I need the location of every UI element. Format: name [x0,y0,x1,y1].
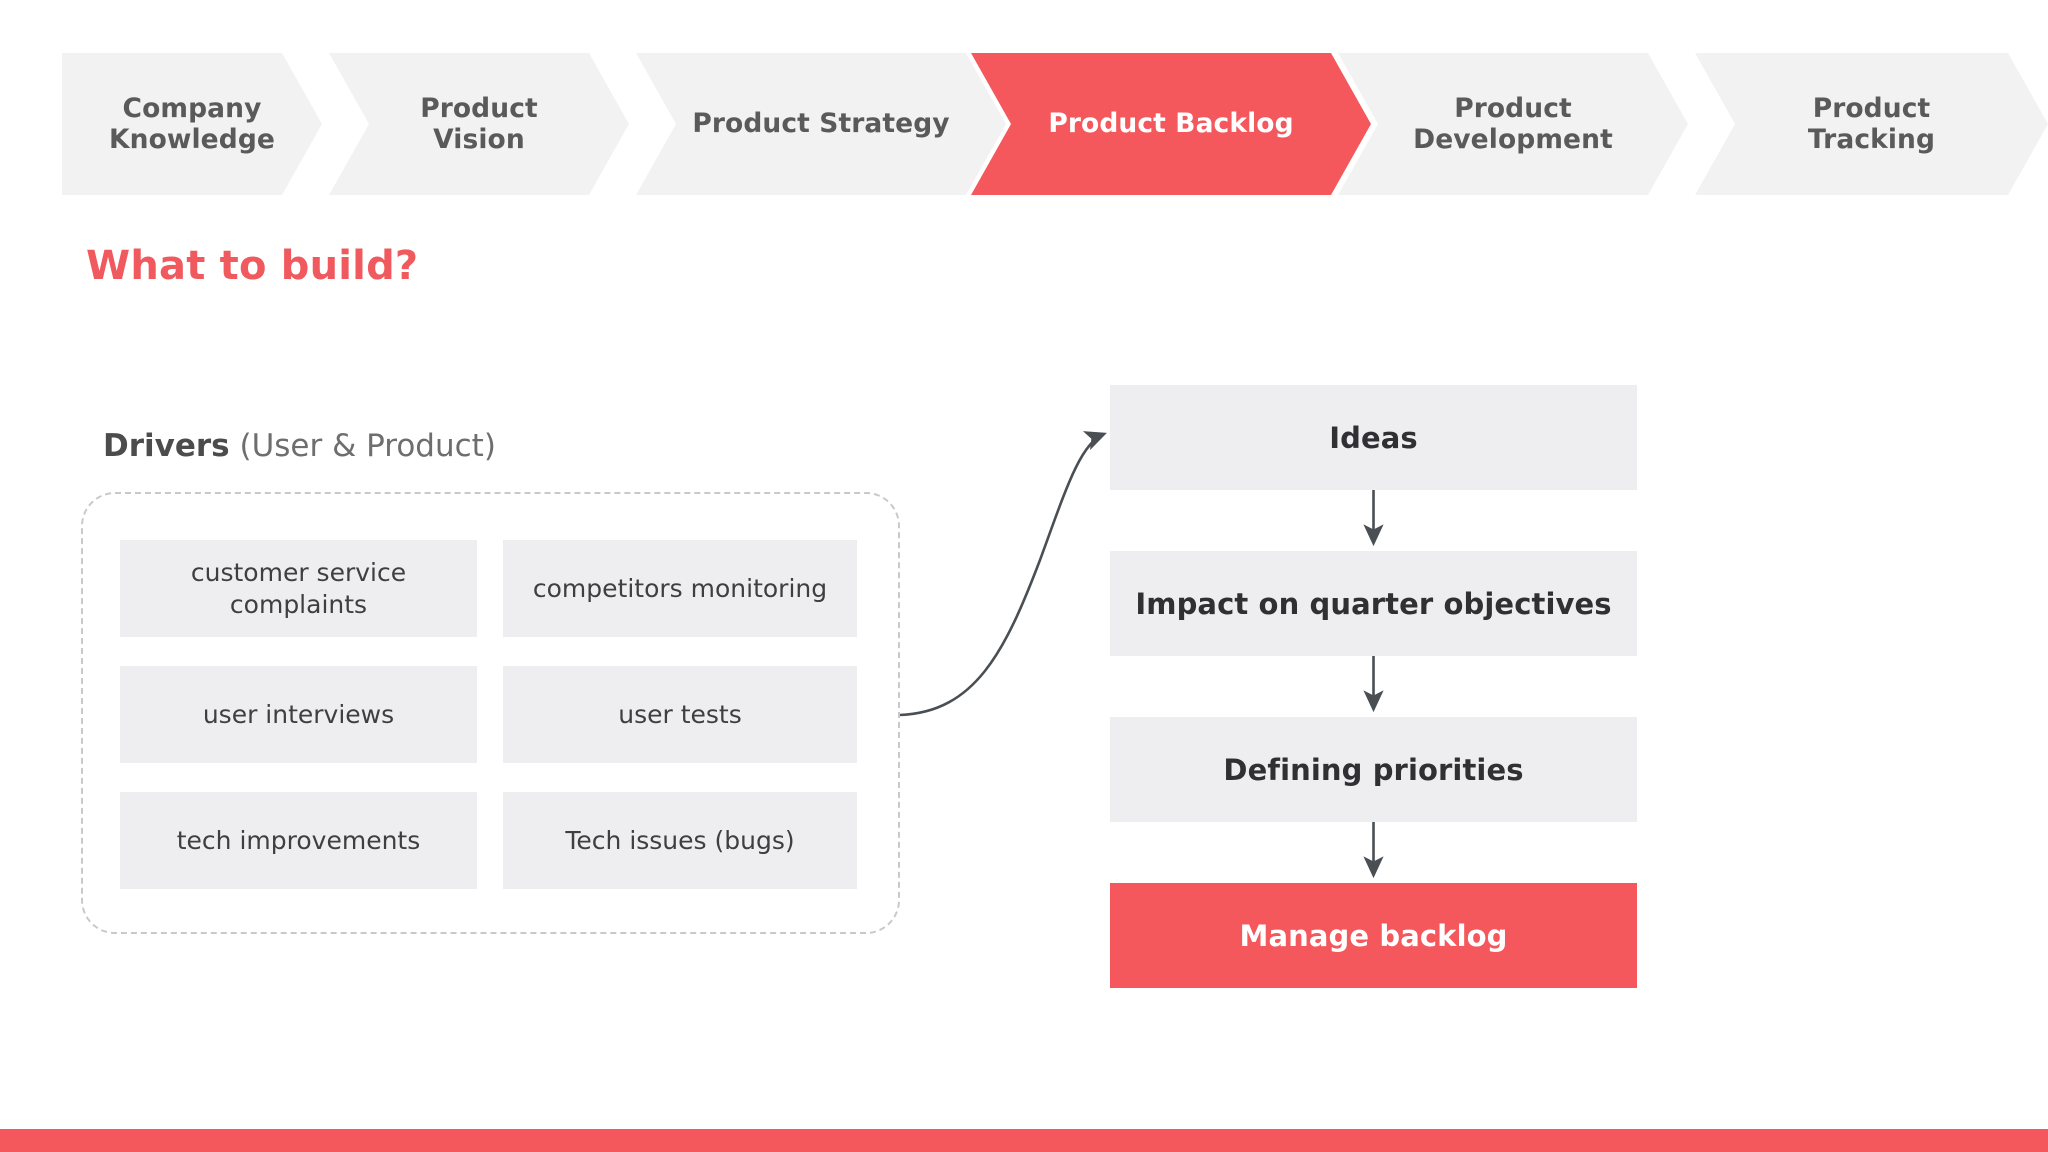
driver-item-label: user tests [618,699,742,729]
nav-step-label: Product Development [1413,92,1613,155]
flow-step-ideas[interactable]: Ideas [1110,385,1637,490]
driver-item-label: customer service complaints [190,557,407,619]
flow-step-label: Ideas [1329,420,1418,455]
flow-step-label: Impact on quarter objectives [1135,586,1612,621]
nav-step-label: Product Backlog [1048,108,1294,140]
drivers-heading-light: (User & Product) [229,428,496,464]
driver-item-customer-service-complaints[interactable]: customer service complaints [120,540,477,637]
driver-item-label: user interviews [202,699,395,729]
driver-item-user-tests[interactable]: user tests [503,666,857,763]
nav-step-label: Product Vision [420,92,538,155]
driver-item-tech-issues-bugs[interactable]: Tech issues (bugs) [503,792,857,889]
driver-item-label: Tech issues (bugs) [565,825,795,855]
driver-item-tech-improvements[interactable]: tech improvements [120,792,477,889]
flow-step-manage-backlog[interactable]: Manage backlog [1110,883,1637,988]
flow-step-label: Manage backlog [1239,918,1508,953]
flow-step-label: Defining priorities [1223,752,1524,787]
nav-step-label: Product Strategy [692,108,950,140]
nav-step-product-backlog[interactable]: Product Backlog [971,53,1371,195]
driver-item-competitors-monitoring[interactable]: competitors monitoring [503,540,857,637]
footer-accent-bar [0,1129,2048,1152]
flow-step-defining-priorities[interactable]: Defining priorities [1110,717,1637,822]
nav-step-product-vision[interactable]: Product Vision [329,53,629,195]
nav-step-product-development[interactable]: Product Development [1338,53,1688,195]
nav-step-company-knowledge[interactable]: Company Knowledge [62,53,322,195]
driver-item-label: competitors monitoring [532,573,828,603]
curved-connector-arrow [899,431,1107,717]
nav-step-product-tracking[interactable]: Product Tracking [1695,53,2048,195]
driver-item-user-interviews[interactable]: user interviews [120,666,477,763]
nav-step-label: Product Tracking [1807,92,1936,155]
nav-step-product-strategy[interactable]: Product Strategy [636,53,1006,195]
process-breadcrumb-nav: Company Knowledge Product Vision Product… [62,53,2048,195]
flow-step-impact-on-quarter-objectives[interactable]: Impact on quarter objectives [1110,551,1637,656]
page-title: What to build? [86,243,419,289]
drivers-heading: Drivers (User & Product) [103,428,496,464]
driver-item-label: tech improvements [176,825,421,855]
drivers-group-container [81,492,900,934]
nav-step-label: Company Knowledge [109,92,275,155]
drivers-heading-strong: Drivers [103,428,230,464]
